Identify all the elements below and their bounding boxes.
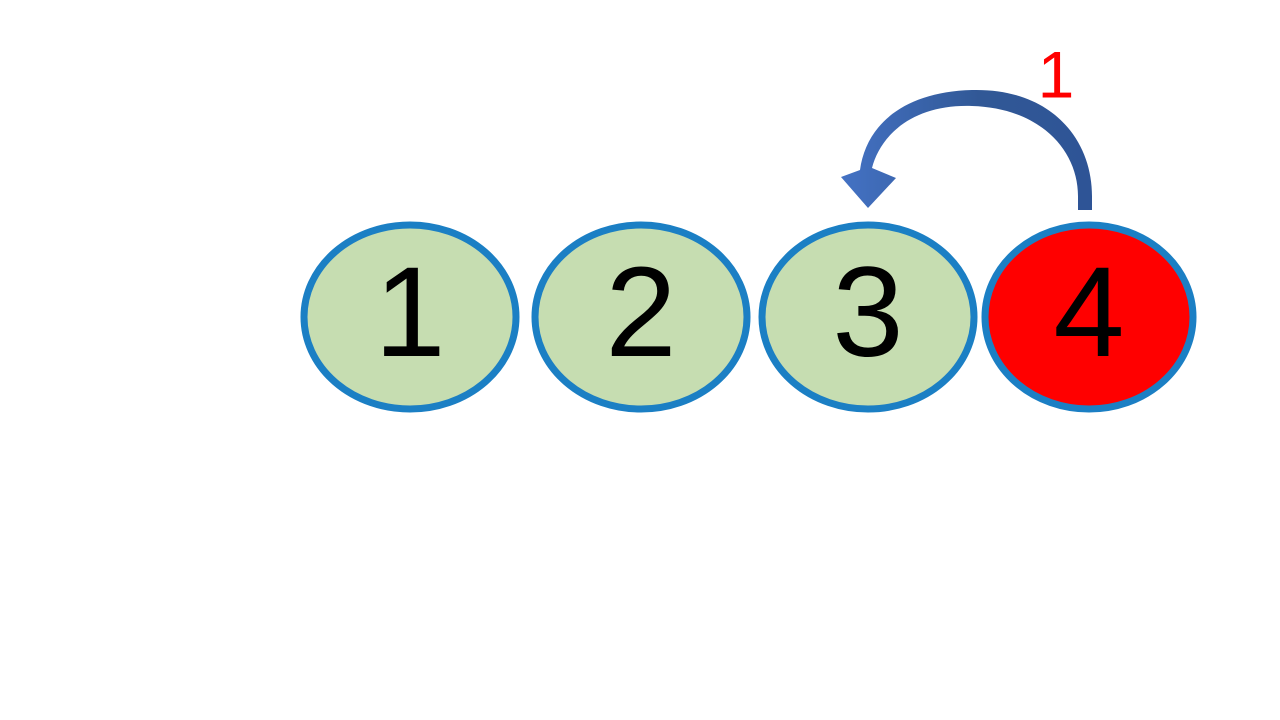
- node-4-shape[interactable]: [981, 221, 1197, 413]
- node-1-label: 1: [374, 241, 445, 384]
- node-1-shape[interactable]: [300, 221, 520, 413]
- node-3[interactable]: 3: [758, 221, 978, 413]
- node-4-label: 4: [1053, 241, 1124, 384]
- node-1[interactable]: 1: [300, 221, 520, 413]
- node-2-label: 2: [605, 241, 676, 384]
- move-arrow: [841, 89, 1092, 210]
- node-3-label: 3: [832, 241, 903, 384]
- node-2-shape[interactable]: [531, 221, 751, 413]
- node-4[interactable]: 4: [981, 221, 1197, 413]
- move-count-label: 1: [1038, 37, 1075, 111]
- node-3-shape[interactable]: [758, 221, 978, 413]
- node-2[interactable]: 2: [531, 221, 751, 413]
- move-arrow-body: [841, 89, 1092, 210]
